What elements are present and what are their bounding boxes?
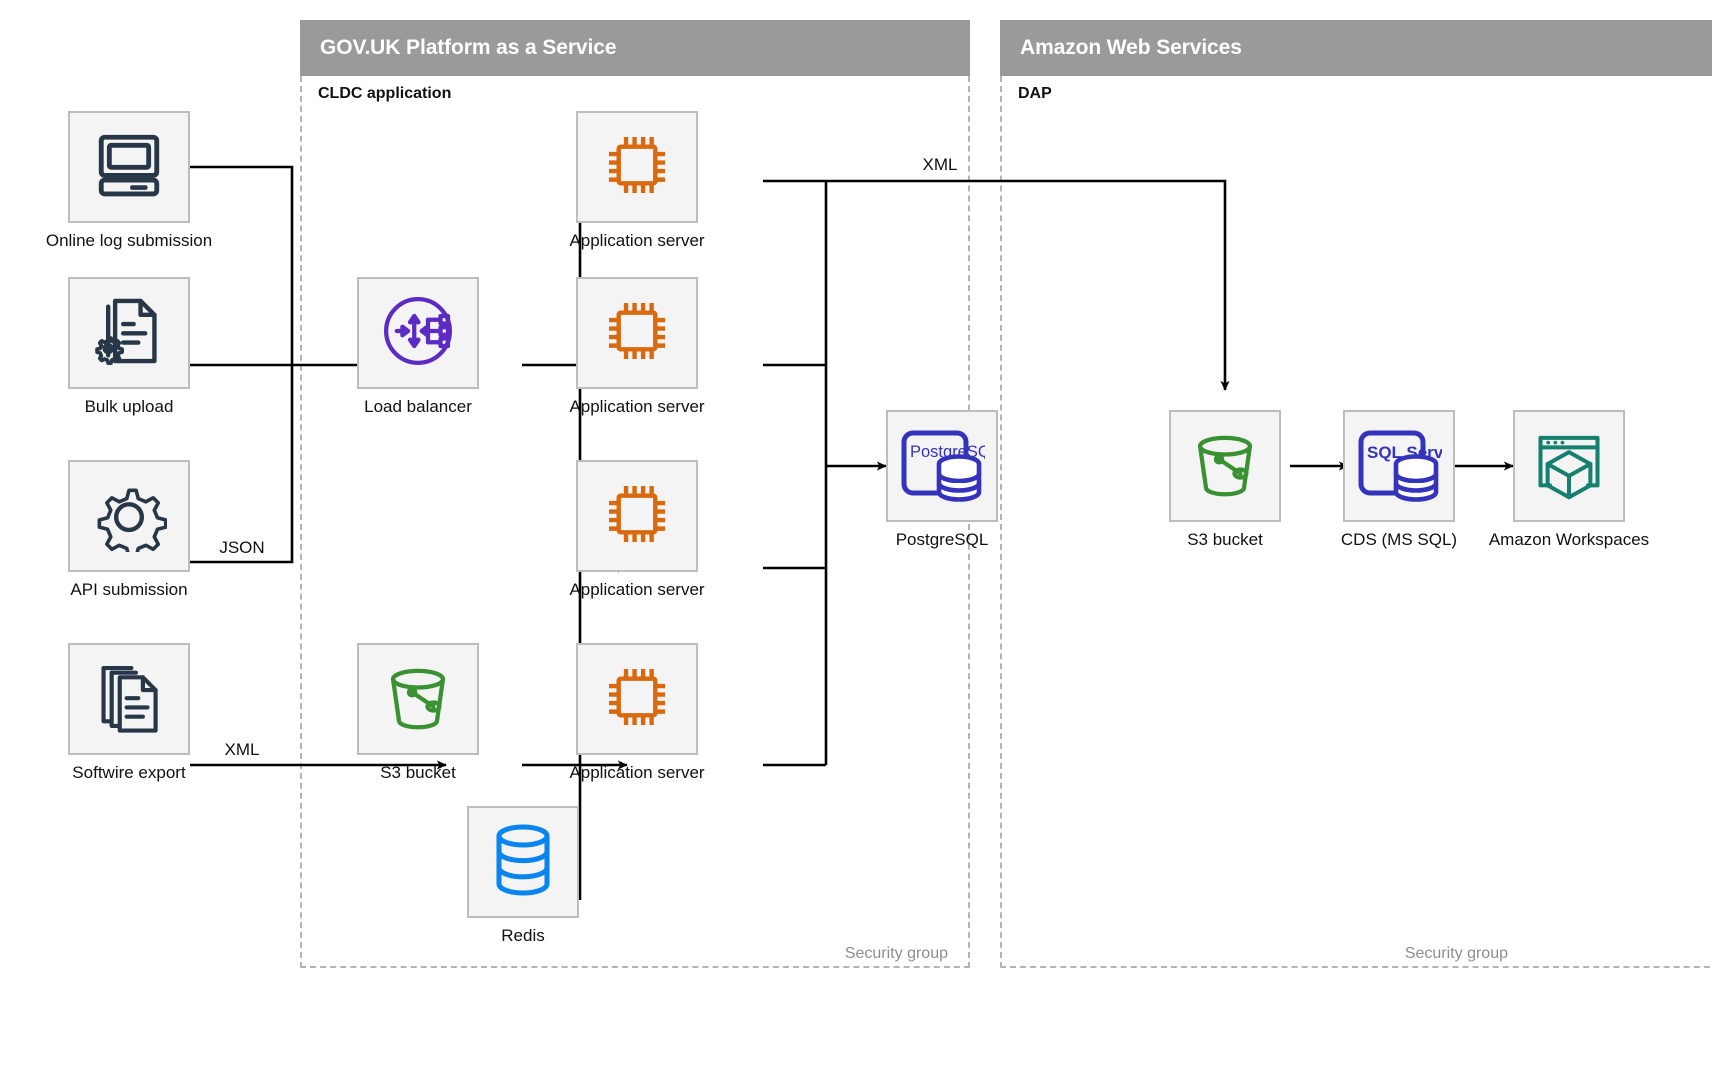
node-label: Amazon Workspaces — [1488, 530, 1650, 549]
cpu-chip-icon — [598, 292, 676, 375]
node-label: Softwire export — [72, 763, 186, 782]
workspaces-cube-icon — [1531, 426, 1607, 507]
documents-stack-icon — [92, 660, 166, 739]
node-label: Application server — [569, 231, 705, 250]
node-label: Application server — [569, 580, 705, 599]
node-label: Redis — [501, 926, 545, 945]
edge-label-appserver-xml: XML — [922, 155, 958, 174]
node-label: Application server — [569, 397, 705, 416]
group-sublabel-dap: DAP — [1018, 85, 1052, 102]
node-bulk-upload[interactable]: Bulk upload — [68, 277, 190, 416]
node-application-server-3[interactable]: Application server — [569, 460, 705, 599]
database-cylinder-icon — [492, 823, 554, 901]
group-title-paas: GOV.UK Platform as a Service — [320, 36, 617, 59]
group-body-paas — [300, 76, 970, 968]
group-header-aws: Amazon Web Services — [1000, 20, 1712, 76]
document-gear-icon — [92, 294, 166, 373]
cpu-chip-icon — [598, 126, 676, 209]
group-body-aws — [1000, 76, 1712, 968]
node-label: API submission — [70, 580, 188, 599]
edge-label-softwire-xml: XML — [224, 740, 260, 759]
node-application-server-4[interactable]: Application server — [569, 643, 705, 782]
cpu-chip-icon — [598, 658, 676, 741]
s3-bucket-icon — [380, 659, 456, 740]
node-label: CDS (MS SQL) — [1340, 530, 1458, 549]
node-softwire-export[interactable]: Softwire export — [68, 643, 190, 782]
node-postgresql[interactable]: PostgreSQL PostgreSQL — [886, 410, 1000, 549]
node-paas-s3-bucket[interactable]: S3 bucket — [357, 643, 479, 782]
group-header-paas: GOV.UK Platform as a Service — [300, 20, 970, 76]
cpu-chip-icon — [598, 475, 676, 558]
group-sublabel-cldc: CLDC application — [318, 85, 452, 102]
node-api-submission[interactable]: API submission — [68, 460, 190, 599]
postgresql-database-icon: PostgreSQL — [899, 428, 1000, 504]
node-redis[interactable]: Redis — [467, 806, 579, 945]
group-title-aws: Amazon Web Services — [1020, 36, 1242, 59]
node-amazon-workspaces[interactable]: Amazon Workspaces — [1489, 410, 1649, 549]
desktop-computer-icon — [92, 128, 166, 207]
node-label: Bulk upload — [84, 397, 174, 416]
security-group-label-aws: Security group — [1404, 945, 1508, 962]
node-application-server-2[interactable]: Application server — [569, 277, 705, 416]
node-load-balancer[interactable]: Load balancer — [357, 277, 479, 416]
node-application-server-1[interactable]: Application server — [569, 111, 705, 250]
security-group-label-paas: Security group — [844, 945, 948, 962]
node-label: Load balancer — [364, 397, 472, 416]
node-label: Application server — [569, 763, 705, 782]
load-balancer-icon — [378, 291, 458, 376]
node-label: S3 bucket — [380, 763, 456, 782]
sql-server-database-icon: SQL Server — [1356, 428, 1460, 504]
gear-icon — [91, 476, 168, 559]
edge-label-json: JSON — [219, 538, 265, 557]
node-label: S3 bucket — [1187, 530, 1263, 549]
s3-bucket-icon — [1187, 426, 1263, 507]
node-label: PostgreSQL — [895, 530, 989, 549]
svg-text:PostgreSQL: PostgreSQL — [910, 443, 985, 461]
node-label: Online log submission — [45, 231, 213, 250]
node-aws-s3-bucket[interactable]: S3 bucket — [1169, 410, 1281, 549]
node-cds-ms-sql[interactable]: SQL Server CDS (MS SQL) — [1341, 410, 1460, 549]
node-online-log-submission[interactable]: Online log submission — [46, 111, 212, 250]
svg-text:SQL Server: SQL Server — [1367, 443, 1442, 462]
